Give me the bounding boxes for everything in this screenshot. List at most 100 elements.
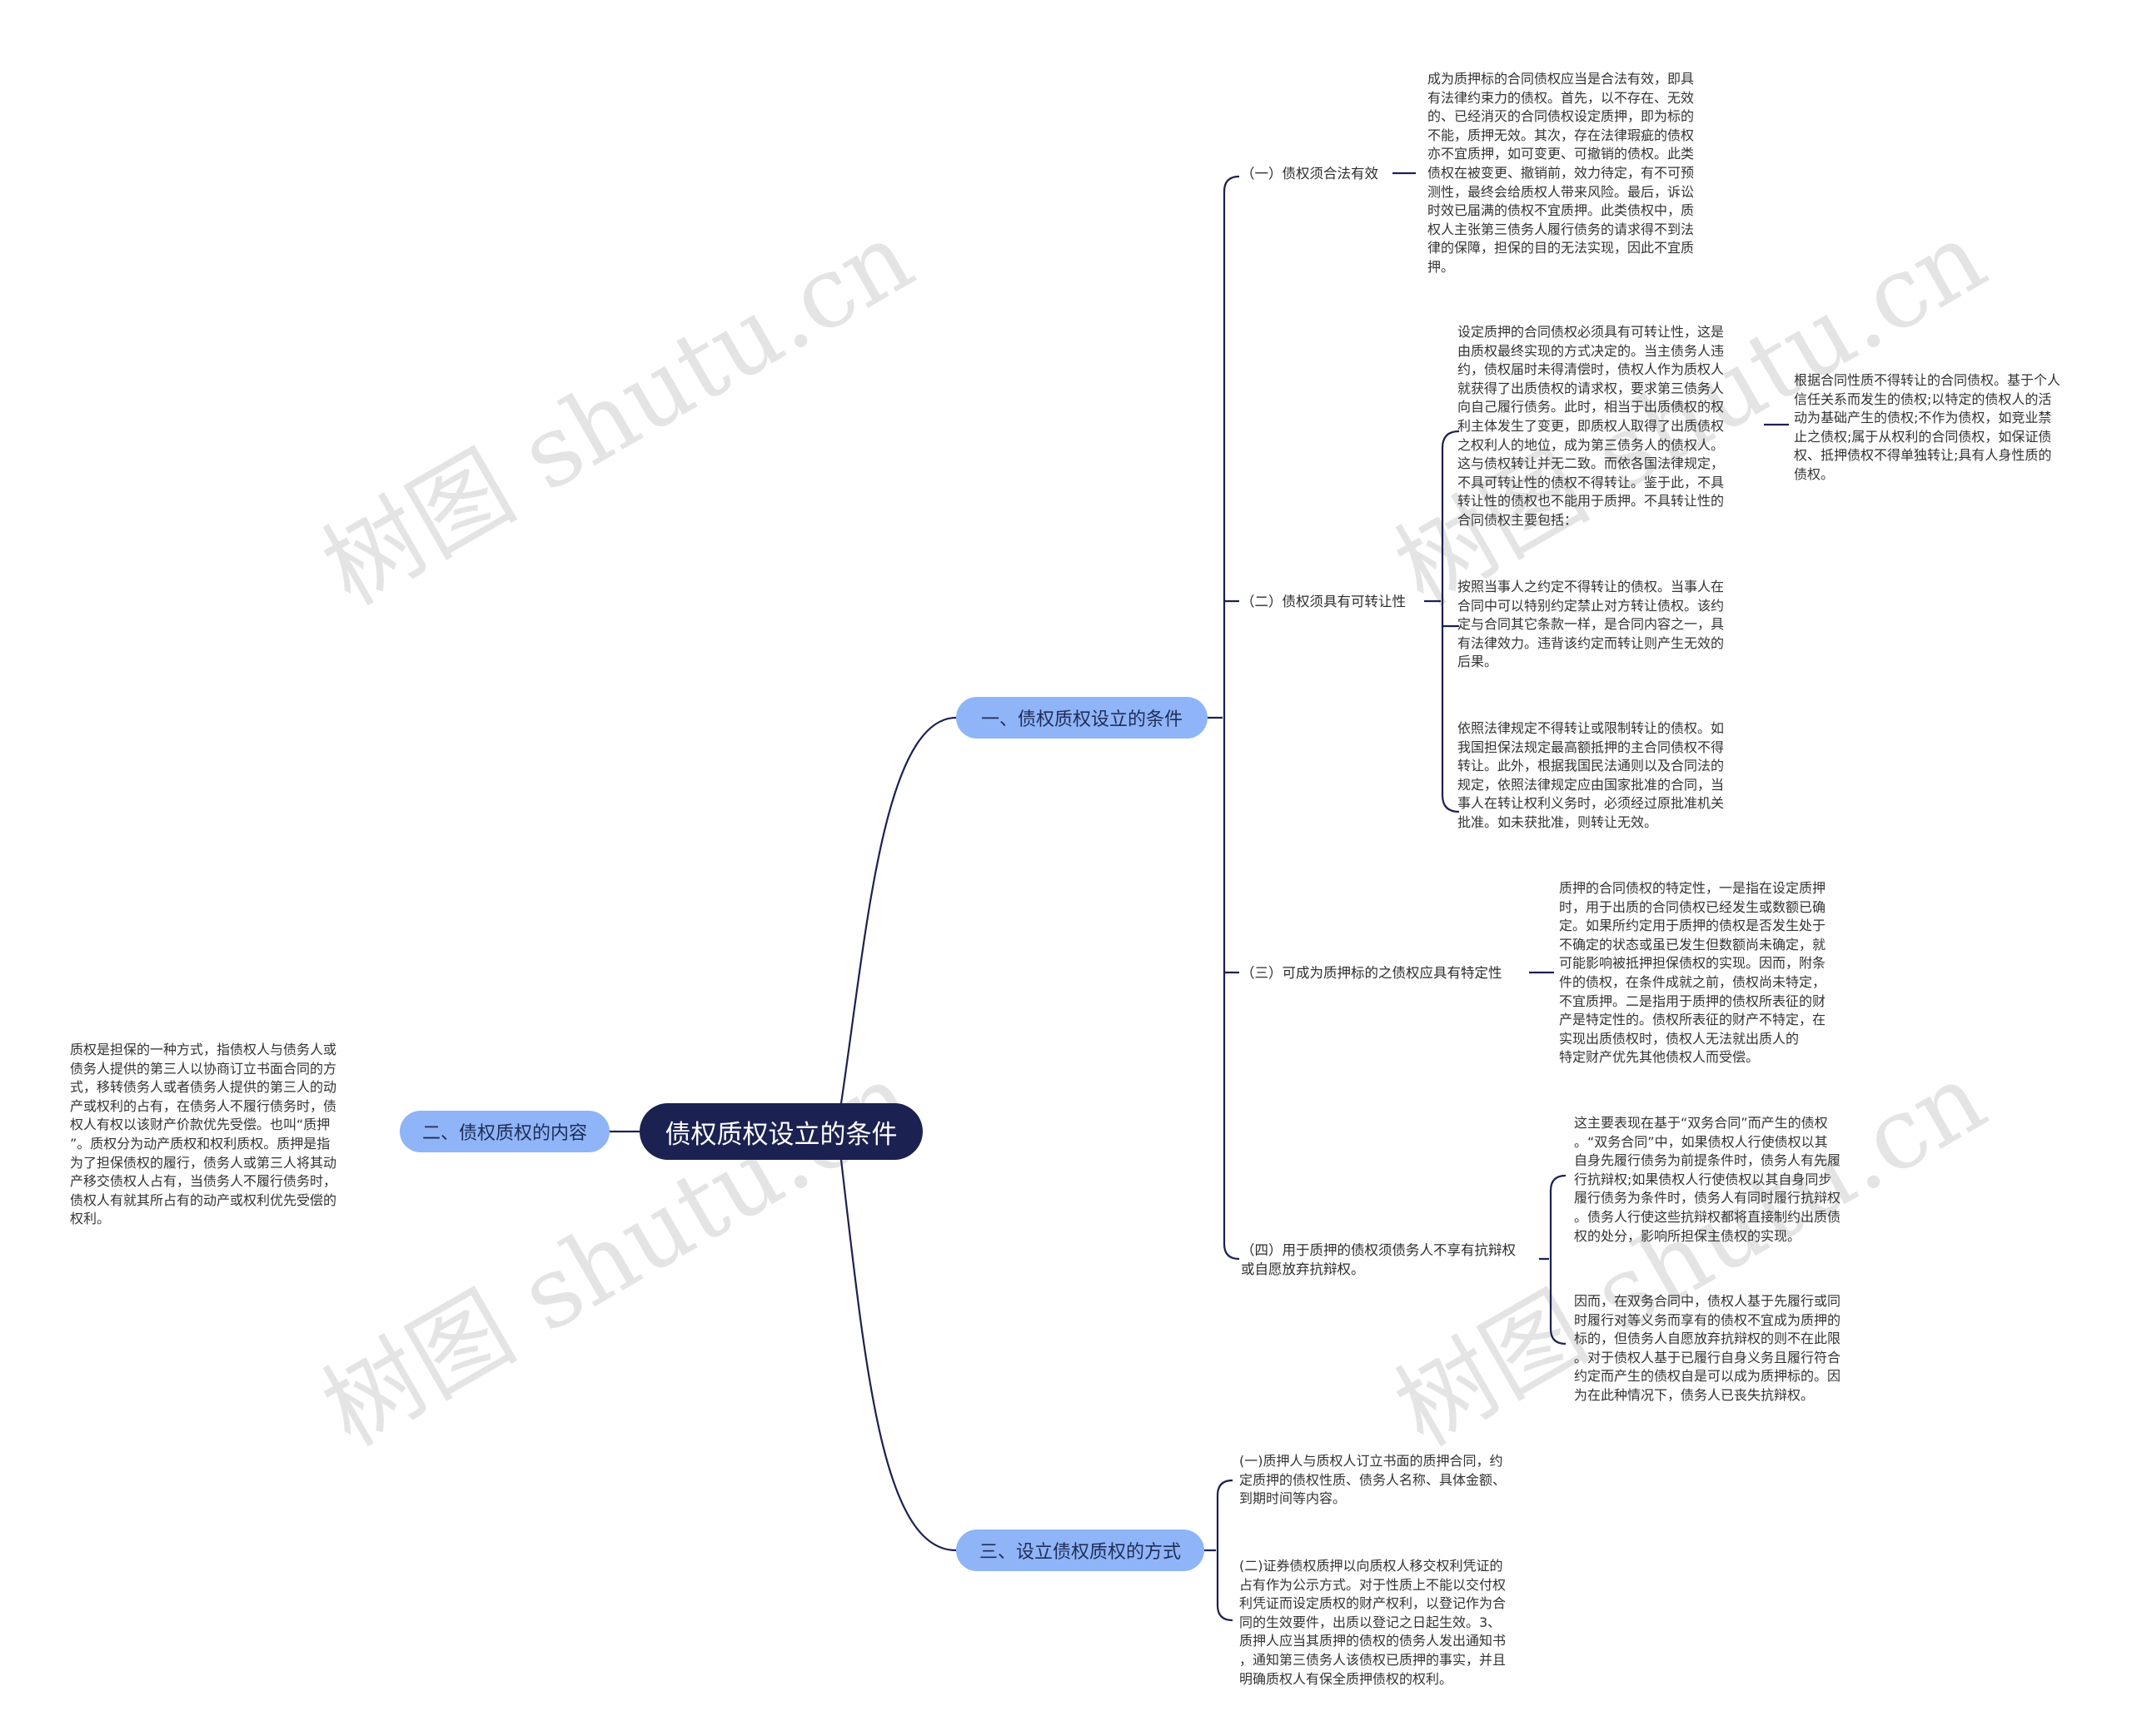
leaf-text-line: 权人主张第三债务人履行债务的请求得不到法 — [1427, 221, 1695, 237]
subtopic-line: （四）用于质押的债权须债务人不享有抗辩权 — [1241, 1242, 1516, 1258]
leaf-text-line: 不宜质押。二是指用于质押的债权所表征的财 — [1559, 992, 1826, 1009]
leaf-legal-validity: 成为质押标的合同债权应当是合法有效，即具有法律约束力的债权。首先，以不存在、无效… — [1427, 70, 1694, 277]
leaf-publicity-method: (二)证券债权质押以向质权人移交权利凭证的占有作为公示方式。对于性质上不能以交付… — [1239, 1557, 1506, 1689]
leaf-text-line: 约，债权届时未得清偿时，债权人作为质权人 — [1457, 361, 1725, 378]
leaf-text-line: 权利。 — [70, 1211, 111, 1227]
leaf-text-line: 实现出质债权时，债权人无法就出质人的 — [1559, 1030, 1800, 1047]
link-s4-bracket — [1539, 1174, 1567, 1346]
leaf-text-line: 产是特定性的。债权所表征的财产不特定，在 — [1559, 1012, 1826, 1028]
leaf-text-line: 之权利人的地位，成为第三债务人的债权人。 — [1457, 436, 1725, 453]
leaf-text-line: 时效已届满的债权不宜质押。此类债权中，质 — [1427, 202, 1695, 219]
leaf-text-line: ，通知第三债务人该债权已质押的事实，并且 — [1239, 1651, 1507, 1668]
leaf-text-line: 不能，质押无效。其次，存在法律瑕疵的债权 — [1427, 127, 1695, 143]
leaf-text-line: 测性，最终会给质权人带来风险。最后，诉讼 — [1427, 183, 1695, 200]
leaf-text-line: 就获得了出质债权的请求权，要求第三债务人 — [1457, 380, 1725, 396]
leaf-text-line: 有法律约束力的债权。首先，以不存在、无效 — [1427, 89, 1695, 106]
leaf-specificity: 质押的合同债权的特定性，一是指在设定质押时，用于出质的合同债权已经发生或数额已确… — [1559, 879, 1826, 1067]
leaf-text-line: 这主要表现在基于“双务合同”而产生的债权 — [1574, 1115, 1828, 1131]
leaf-text-line: 后果。 — [1457, 654, 1498, 670]
leaf-text-line: 债权在被变更、撤销前，效力待定，有不可预 — [1427, 164, 1695, 181]
leaf-text-line: 规定，依照法律规定应由国家批准的合同，当 — [1457, 776, 1725, 793]
subtopic-legal-validity[interactable]: （一）债权须合法有效 — [1241, 166, 1378, 182]
leaf-text-line: 时，用于出质的合同债权已经发生或数额已确 — [1559, 898, 1826, 915]
leaf-text-line: 因而，在双务合同中，债权人基于先履行或同 — [1574, 1293, 1841, 1309]
leaf-text-line: 债权。 — [1794, 465, 1835, 482]
leaf-text-line: 止之债权;属于从权利的合同债权，如保证债 — [1794, 428, 2052, 445]
leaf-waiver: 因而，在双务合同中，债权人基于先履行或同时履行对等义务而享有的债权不宜成为质押的… — [1574, 1292, 1841, 1405]
leaf-text-line: 利主体发生了变更，即质权人取得了出质债权 — [1457, 417, 1725, 434]
link-root-b1 — [839, 716, 957, 1104]
leaf-text-line: 由质权最终实现的方式决定的。当主债务人违 — [1457, 342, 1725, 359]
leaf-text-line: 特定财产优先其他债权人而受偿。 — [1559, 1049, 1760, 1066]
leaf-text-line: 合同中可以特别约定禁止对方转让债权。该约 — [1457, 597, 1725, 614]
subtopic-transferability[interactable]: （二）债权须具有可转让性 — [1241, 594, 1406, 609]
leaf-text-line: 质押的合同债权的特定性，一是指在设定质押 — [1559, 880, 1826, 896]
leaf-nontransferable-by-law: 依照法律规定不得转让或限制转让的债权。如我国担保法规定最高额抵押的主合同债权不得… — [1457, 719, 1724, 833]
leaf-text-line: 批准。如未获批准，则转让无效。 — [1457, 813, 1658, 830]
leaf-text-line: 我国担保法规定最高额抵押的主合同债权不得 — [1457, 739, 1725, 755]
subtopic-specificity[interactable]: （三）可成为质押标的之债权应具有特定性 — [1241, 965, 1502, 981]
leaf-text-line: 根据合同性质不得转让的合同债权。基于个人 — [1794, 372, 2061, 388]
link-b3-bracket — [1204, 1479, 1233, 1622]
leaf-text-line: 件的债权，在条件成就之前，债权尚未特定， — [1559, 973, 1826, 990]
leaf-text-line: 设定质押的合同债权必须具有可转让性，这是 — [1457, 324, 1725, 340]
leaf-text-line: 律的保障，担保的目的无法实现，因此不宜质 — [1427, 240, 1695, 256]
leaf-text-line: 自身先履行债务为前提条件时，债务人有先履 — [1574, 1152, 1841, 1169]
leaf-text-line: 转让。此外，根据我国民法通则以及合同法的 — [1457, 758, 1725, 774]
leaf-double-contract: 这主要表现在基于“双务合同”而产生的债权。“双务合同”中，如果债权人行使债权以其… — [1574, 1114, 1841, 1246]
leaf-pledge-definition: 质权是担保的一种方式，指债权人与债务人或债务人提供的第三人以协商订立书面合同的方… — [70, 1041, 336, 1229]
leaf-text-line: 按照当事人之约定不得转让的债权。当事人在 — [1457, 579, 1725, 594]
leaf-text-line: 不确定的状态或虽已发生但数额尚未确定，就 — [1559, 936, 1826, 953]
leaf-text-line: (一)质押人与质权人订立书面的质押合同，约 — [1239, 1453, 1503, 1469]
leaf-text-line: 依照法律规定不得转让或限制转让的债权。如 — [1457, 720, 1725, 736]
leaf-text-line: 的、已经消灭的合同债权设定质押，即为标的 — [1427, 108, 1695, 125]
leaf-written-contract: (一)质押人与质权人订立书面的质押合同，约定质押的债权性质、债务人名称、具体金额… — [1239, 1452, 1506, 1509]
leaf-text-line: 同的生效要件，出质以登记之日起生效。3、 — [1239, 1614, 1502, 1630]
leaf-text-line: (二)证券债权质押以向质权人移交权利凭证的 — [1239, 1558, 1503, 1574]
leaf-text-line: 债务人提供的第三人以协商订立书面合同的方 — [70, 1060, 337, 1077]
link-b1-bracket — [1208, 175, 1240, 1261]
leaf-text-line: 事人在转让权利义务时，必须经过原批准机关 — [1457, 795, 1725, 812]
leaf-text-line: 标的，但债务人自愿放弃抗辩权的则不在此限 — [1574, 1331, 1841, 1347]
leaf-text-line: 债权人有就其所占有的动产或权利优先受偿的 — [70, 1191, 337, 1208]
branch-content[interactable]: 二、债权质权的内容 — [400, 1111, 610, 1152]
leaf-text-line: 信任关系而发生的债权;以特定的债权人的活 — [1794, 390, 2052, 407]
leaf-text-line: 可能影响被抵押担保债权的实现。因而，附条 — [1559, 955, 1826, 972]
leaf-text-line: 定与合同其它条款一样，是合同内容之一，具 — [1457, 616, 1725, 633]
leaf-text-line: 时履行对等义务而享有的债权不宜成为质押的 — [1574, 1311, 1841, 1328]
leaf-text-line: 转让性的债权也不能用于质押。不具转让性的 — [1457, 493, 1725, 510]
subtopic-line: 或自愿放弃抗辩权。 — [1241, 1261, 1365, 1277]
leaf-text-line: 行抗辩权;如果债权人行使债权以其自身同步 — [1574, 1171, 1832, 1187]
central-topic[interactable]: 债权质权设立的条件 — [640, 1103, 923, 1160]
branch-conditions[interactable]: 一、债权质权设立的条件 — [956, 697, 1208, 739]
leaf-text-line: 成为质押标的合同债权应当是合法有效，即具 — [1427, 71, 1695, 87]
leaf-text-line: 。债务人行使这些抗辩权都将直接制约出质债 — [1574, 1208, 1841, 1225]
leaf-text-line: 为了担保债权的履行，债务人或第三人将其动 — [70, 1154, 337, 1171]
leaf-text-line: 占有作为公示方式。对于性质上不能以交付权 — [1239, 1576, 1507, 1593]
leaf-text-line: 权人有权以该财产价款优先受偿。也叫“质押 — [70, 1117, 331, 1133]
leaf-text-line: 权的处分，影响所担保主债权的实现。 — [1574, 1227, 1801, 1244]
leaf-text-line: 押。 — [1427, 258, 1455, 275]
leaf-text-line: 明确质权人有保全质押债权的权利。 — [1239, 1670, 1453, 1687]
leaf-text-line: 这与债权转让并无二致。而依各国法律规定， — [1457, 455, 1725, 472]
leaf-text-line: 亦不宜质押，如可变更、可撤销的债权。此类 — [1427, 146, 1695, 162]
leaf-text-line: 到期时间等内容。 — [1239, 1490, 1347, 1507]
leaf-text-line: 。对于债权人基于已履行自身义务且履行符合 — [1574, 1349, 1841, 1365]
leaf-text-line: ”。质权分为动产质权和权利质权。质押是指 — [70, 1135, 331, 1152]
leaf-text-line: 为在此种情况下，债务人已丧失抗辩权。 — [1574, 1386, 1815, 1403]
leaf-text-line: 质权是担保的一种方式，指债权人与债务人或 — [70, 1042, 337, 1057]
leaf-text-line: 定。如果所约定用于质押的债权是否发生处于 — [1559, 918, 1826, 934]
leaf-text-line: 动为基础产生的债权;不作为债权，如竞业禁 — [1794, 410, 2052, 426]
leaf-nontransferable-by-agreement: 按照当事人之约定不得转让的债权。当事人在合同中可以特别约定禁止对方转让债权。该约… — [1457, 578, 1724, 672]
leaf-transferability-intro: 设定质押的合同债权必须具有可转让性，这是由质权最终实现的方式决定的。当主债务人违… — [1457, 323, 1724, 530]
branch-method[interactable]: 三、设立债权质权的方式 — [956, 1530, 1204, 1571]
subtopic-no-defense-right[interactable]: （四）用于质押的债权须债务人不享有抗辩权 或自愿放弃抗辩权。 — [1241, 1241, 1516, 1279]
leaf-text-line: 不具可转让性的债权不得转让。鉴于此，不具 — [1457, 474, 1725, 490]
leaf-text-line: 约定而产生的债权自是可以成为质押标的。因 — [1574, 1368, 1841, 1385]
link-root-b3 — [839, 1159, 957, 1552]
leaf-text-line: 定质押的债权性质、债务人名称、具体金额、 — [1239, 1471, 1507, 1488]
leaf-text-line: 利凭证而设定质权的财产权利，以登记作为合 — [1239, 1595, 1507, 1612]
leaf-text-line: 合同债权主要包括： — [1457, 511, 1578, 528]
